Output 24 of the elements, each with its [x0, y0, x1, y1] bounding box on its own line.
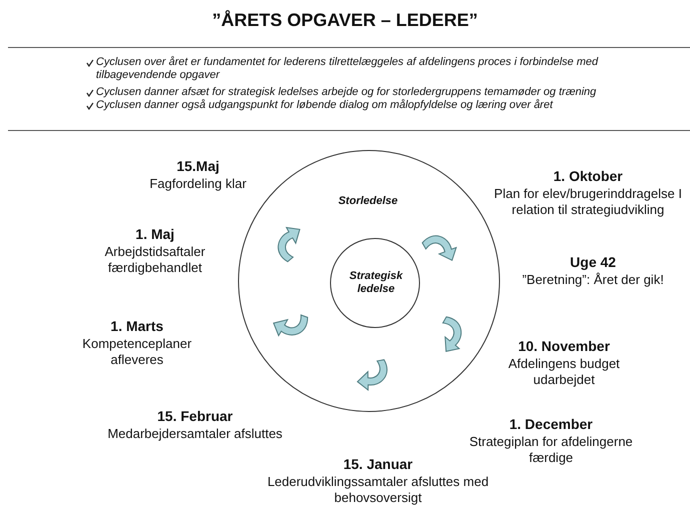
event-text: Afdelingens budget udarbejdet [507, 356, 621, 388]
event-text: Kompetenceplaner afleveres [81, 336, 193, 368]
event-text: Fagfordeling klar [148, 176, 248, 192]
event-text: Lederudviklingssamtaler afsluttes med behovsoversigt [266, 474, 490, 506]
date-heading: 1. December [508, 416, 594, 432]
circle-label: Strategisk ledelse [348, 270, 404, 296]
event-text: Medarbejdersamtaler afsluttes [106, 426, 284, 442]
date-heading: 15.Maj [176, 158, 220, 174]
event-text: Plan for elev/brugerinddragelse I relation til strategiudvikling [493, 186, 683, 218]
title-text: ”ÅRETS OPGAVER – LEDERE” [211, 10, 479, 31]
event-text: ”Beretning”: Året der gik! [521, 272, 665, 288]
bullet-text: Cyclusen danner afsæt for strategisk ledelses arbejde og for storledergruppens temamøder og træning [96, 86, 598, 99]
date-heading: 10. November [517, 338, 611, 354]
date-heading: 15. Januar [342, 456, 414, 472]
date-heading: 1. Oktober [552, 168, 624, 184]
date-heading: Uge 42 [569, 254, 617, 270]
date-heading: 1. Marts [110, 318, 164, 334]
event-text: Strategiplan for afdelingerne færdige [468, 434, 634, 466]
circle-label: Storledelse [337, 195, 399, 208]
bullet-text: Cyclusen danner også udgangspunkt for løbende dialog om målopfyldelse og læring over året [96, 99, 554, 112]
event-text: Arbejdstidsaftaler færdigbehandlet [104, 244, 206, 276]
date-heading: 15. Februar [156, 408, 234, 424]
date-heading: 1. Maj [134, 226, 176, 242]
bullet-text: Cyclusen over året er fundamentet for lederens tilrettelæggeles af afdelingens proces i forbindelse med tilbagevendende opgaver [96, 56, 600, 82]
